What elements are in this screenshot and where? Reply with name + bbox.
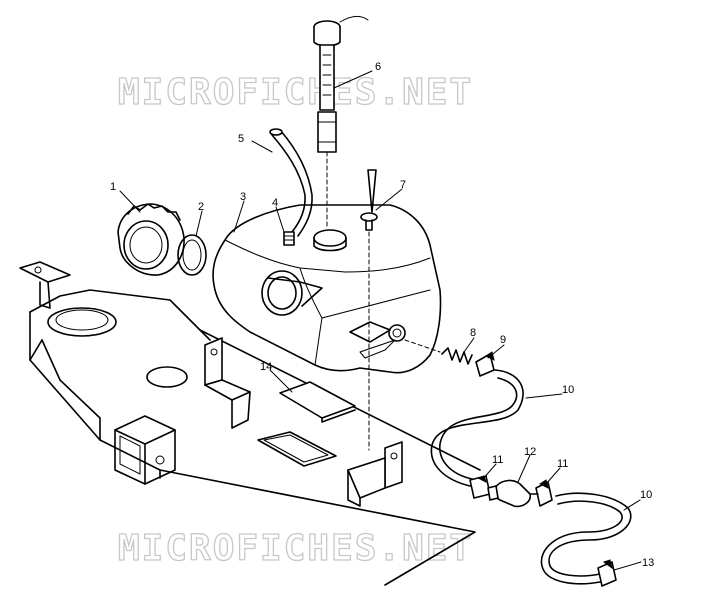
callout-3: 3 <box>240 191 246 203</box>
pad-part-14 <box>279 381 356 423</box>
callout-9: 9 <box>500 334 506 346</box>
spring-part-8 <box>404 339 473 365</box>
vent-part-7 <box>360 169 378 451</box>
hose-part-10-upper <box>430 369 524 487</box>
clamp-part-11-left <box>469 475 491 499</box>
callout-14: 14 <box>260 361 272 373</box>
clamp-part-9 <box>475 351 495 377</box>
clamp-part-11-right <box>535 479 553 507</box>
clamp-part-13 <box>597 559 617 587</box>
fuel-tank-part-3 <box>212 204 442 374</box>
callout-10-lower: 10 <box>640 489 652 501</box>
callout-13: 13 <box>642 557 654 569</box>
vent-fitting-part-4 <box>283 231 295 246</box>
fuel-gauge-part-6 <box>313 15 369 229</box>
callout-7: 7 <box>400 179 406 191</box>
callout-1: 1 <box>110 181 116 193</box>
callout-5: 5 <box>238 133 244 145</box>
frame <box>19 261 481 586</box>
callout-8: 8 <box>470 327 476 339</box>
watermark-bottom: MICROFICHES.NET <box>118 528 473 569</box>
callout-11-left: 11 <box>492 454 503 466</box>
fuel-cap-part-1 <box>117 203 185 276</box>
hose-part-10-lower <box>540 492 632 585</box>
callout-2: 2 <box>198 201 204 213</box>
fuel-filter-part-12 <box>487 479 539 508</box>
callout-labels: 1 2 3 4 5 6 7 8 9 10 10 11 11 12 13 14 <box>110 61 654 569</box>
callout-12: 12 <box>524 446 536 458</box>
leader-lines <box>119 70 642 571</box>
callout-11-right: 11 <box>557 458 568 470</box>
gasket-part-2 <box>177 234 207 276</box>
callout-10-upper: 10 <box>562 384 574 396</box>
vent-hose-part-5 <box>269 128 313 237</box>
callout-4: 4 <box>272 197 278 209</box>
callout-6: 6 <box>375 61 381 73</box>
watermark-top: MICROFICHES.NET <box>118 72 473 113</box>
